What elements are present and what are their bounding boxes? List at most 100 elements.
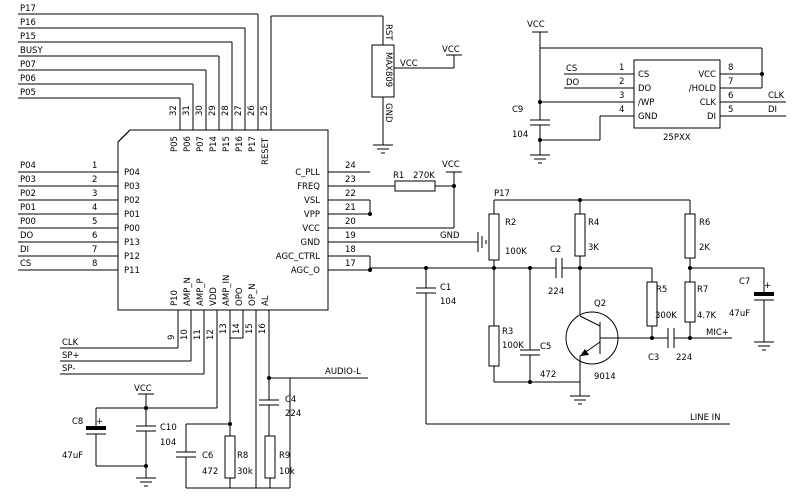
c4-value: 224	[285, 409, 301, 419]
pin-num-16: 16	[258, 323, 268, 334]
pin-num-18: 18	[345, 245, 356, 255]
pin-num-32: 32	[169, 105, 179, 116]
resistor-r7: R7 4.7K	[684, 281, 717, 340]
pin-num-29: 29	[208, 105, 218, 116]
r8-ref: R8	[237, 451, 248, 461]
c1-value: 104	[440, 297, 456, 307]
flash-25pxx: 25PXX CS DO 1 2 3 4 CS DO /WP GND VCC /H…	[540, 47, 786, 143]
capacitor-c9: C9 104	[512, 48, 550, 155]
flash-pin-name-hold: /HOLD	[689, 84, 717, 94]
gnd-symbol-max809	[373, 144, 393, 154]
pin-name-p17: P17	[248, 136, 258, 152]
net-label-p07: P07	[20, 60, 36, 70]
pin-num-26: 26	[247, 105, 257, 116]
net-label-p15: P15	[20, 32, 36, 42]
p17-rail-label: P17	[494, 189, 510, 199]
pin-name-al: AL	[261, 295, 271, 306]
r4-ref: R4	[588, 218, 599, 228]
flash-pin-num-4: 4	[619, 105, 624, 115]
audio-l-label: AUDIO-L	[325, 367, 361, 377]
r6-ref: R6	[699, 218, 710, 228]
r7-ref: R7	[697, 285, 708, 295]
net-label-p00: P00	[20, 217, 36, 227]
flash-pin-name-cs: CS	[638, 70, 649, 80]
c7-value: 47uF	[729, 309, 750, 319]
flash-part-name: 25PXX	[663, 133, 691, 143]
max809-pin-gnd: GND	[383, 103, 393, 123]
c6-value: 472	[202, 467, 218, 477]
r2-ref: R2	[505, 218, 516, 228]
gnd-symbol-vdd	[136, 477, 156, 487]
r3-ref: R3	[502, 327, 513, 337]
pin-name-p13: P13	[124, 238, 140, 248]
pin-name-amp-in: AMP_IN	[222, 275, 232, 306]
flash-pin-name-vcc: VCC	[698, 70, 716, 80]
r9-value: 10k	[279, 467, 295, 477]
capacitor-c2: C2 224	[548, 245, 580, 297]
pin-num-27: 27	[234, 105, 244, 116]
pin-name-reset: RESET	[261, 137, 271, 165]
flash-pin-num-1: 1	[619, 63, 624, 73]
net-label-p04: P04	[20, 161, 36, 171]
net-label-p16: P16	[20, 18, 36, 28]
pin-name-opo: OPO	[235, 287, 245, 306]
ic-left-pins: P04 P03 P02 P01 P00 DO DI CS 1 2 3 4 5 6…	[18, 161, 140, 276]
pin-name-p12: P12	[124, 252, 140, 262]
net-label-p05: P05	[20, 88, 36, 98]
c3-value: 224	[676, 353, 692, 363]
net-label-sp-minus: SP-	[62, 364, 75, 374]
flash-net-clk: CLK	[768, 91, 785, 101]
flash-pin-num-6: 6	[728, 91, 733, 101]
pin-name-vsl: VSL	[304, 196, 320, 206]
gnd-symbol-flash	[530, 154, 550, 164]
pin-num-21: 21	[345, 203, 356, 213]
c8-value: 47uF	[62, 451, 83, 461]
c2-ref: C2	[550, 245, 561, 255]
ic-right-pins: C_PLL FREQ VSL VPP VCC GND AGC_CTRL AGC_…	[276, 161, 370, 276]
ic-bottom-pins: CLK SP+ SP- 9 10 11 12 13 14 15 16 P10 A…	[60, 275, 271, 488]
max809-part-name: MAX809	[383, 52, 393, 87]
pin-num-13: 13	[219, 323, 229, 334]
r1-ref: R1	[393, 171, 404, 181]
pin-name-p11: P11	[124, 266, 140, 276]
r7-value: 4.7K	[697, 311, 717, 321]
vcc-label-freq: VCC	[442, 160, 460, 170]
pin-num-23: 23	[345, 175, 356, 185]
pin-num-3: 3	[92, 189, 97, 199]
net-label-busy: BUSY	[20, 46, 43, 56]
vcc-label-max809: VCC	[442, 45, 460, 55]
net-label-p01: P01	[20, 203, 36, 213]
pin-num-31: 31	[182, 105, 192, 116]
pin-name-amp-n: AMP_N	[183, 277, 193, 306]
r5-value: 300K	[655, 311, 677, 321]
capacitor-c4: C4 224	[259, 378, 301, 436]
resistor-r8: R8 30k	[224, 422, 253, 479]
pin-name-agc-ctrl: AGC_CTRL	[276, 252, 320, 262]
net-label-do: DO	[20, 231, 34, 241]
c5-value: 472	[540, 370, 556, 380]
pin-num-19: 19	[345, 231, 356, 241]
resistor-r4: R4 3K	[574, 200, 653, 316]
flash-pin-name-gnd: GND	[638, 112, 658, 122]
flash-pin-num-5: 5	[728, 105, 733, 115]
pin-num-1: 1	[92, 161, 97, 171]
capacitor-c10: C10 104	[136, 408, 177, 478]
capacitor-c6: C6 472	[176, 423, 230, 488]
vcc-label-vdd: VCC	[134, 384, 152, 394]
r8-value: 30k	[237, 467, 253, 477]
pin-name-p05: P05	[170, 136, 180, 152]
vcc-label-flash: VCC	[527, 20, 545, 30]
r5-ref: R5	[656, 285, 667, 295]
c5-ref: C5	[540, 342, 551, 352]
p17-rail: P17	[494, 189, 690, 202]
pin-num-2: 2	[92, 175, 97, 185]
pin-num-22: 22	[345, 189, 356, 199]
pin-name-p16: P16	[235, 136, 245, 152]
ic-right-wiring: R1 270K GND	[368, 171, 556, 272]
resistor-r2: R2 100K	[488, 200, 527, 326]
r3-value: 100K	[502, 341, 524, 351]
pin-name-p14: P14	[209, 136, 219, 152]
main-ic: P04 P03 P02 P01 P00 DO DI CS 1 2 3 4 5 6…	[18, 4, 370, 488]
resistor-r3: R3 100K	[488, 325, 580, 383]
pin-name-p07: P07	[196, 136, 206, 152]
